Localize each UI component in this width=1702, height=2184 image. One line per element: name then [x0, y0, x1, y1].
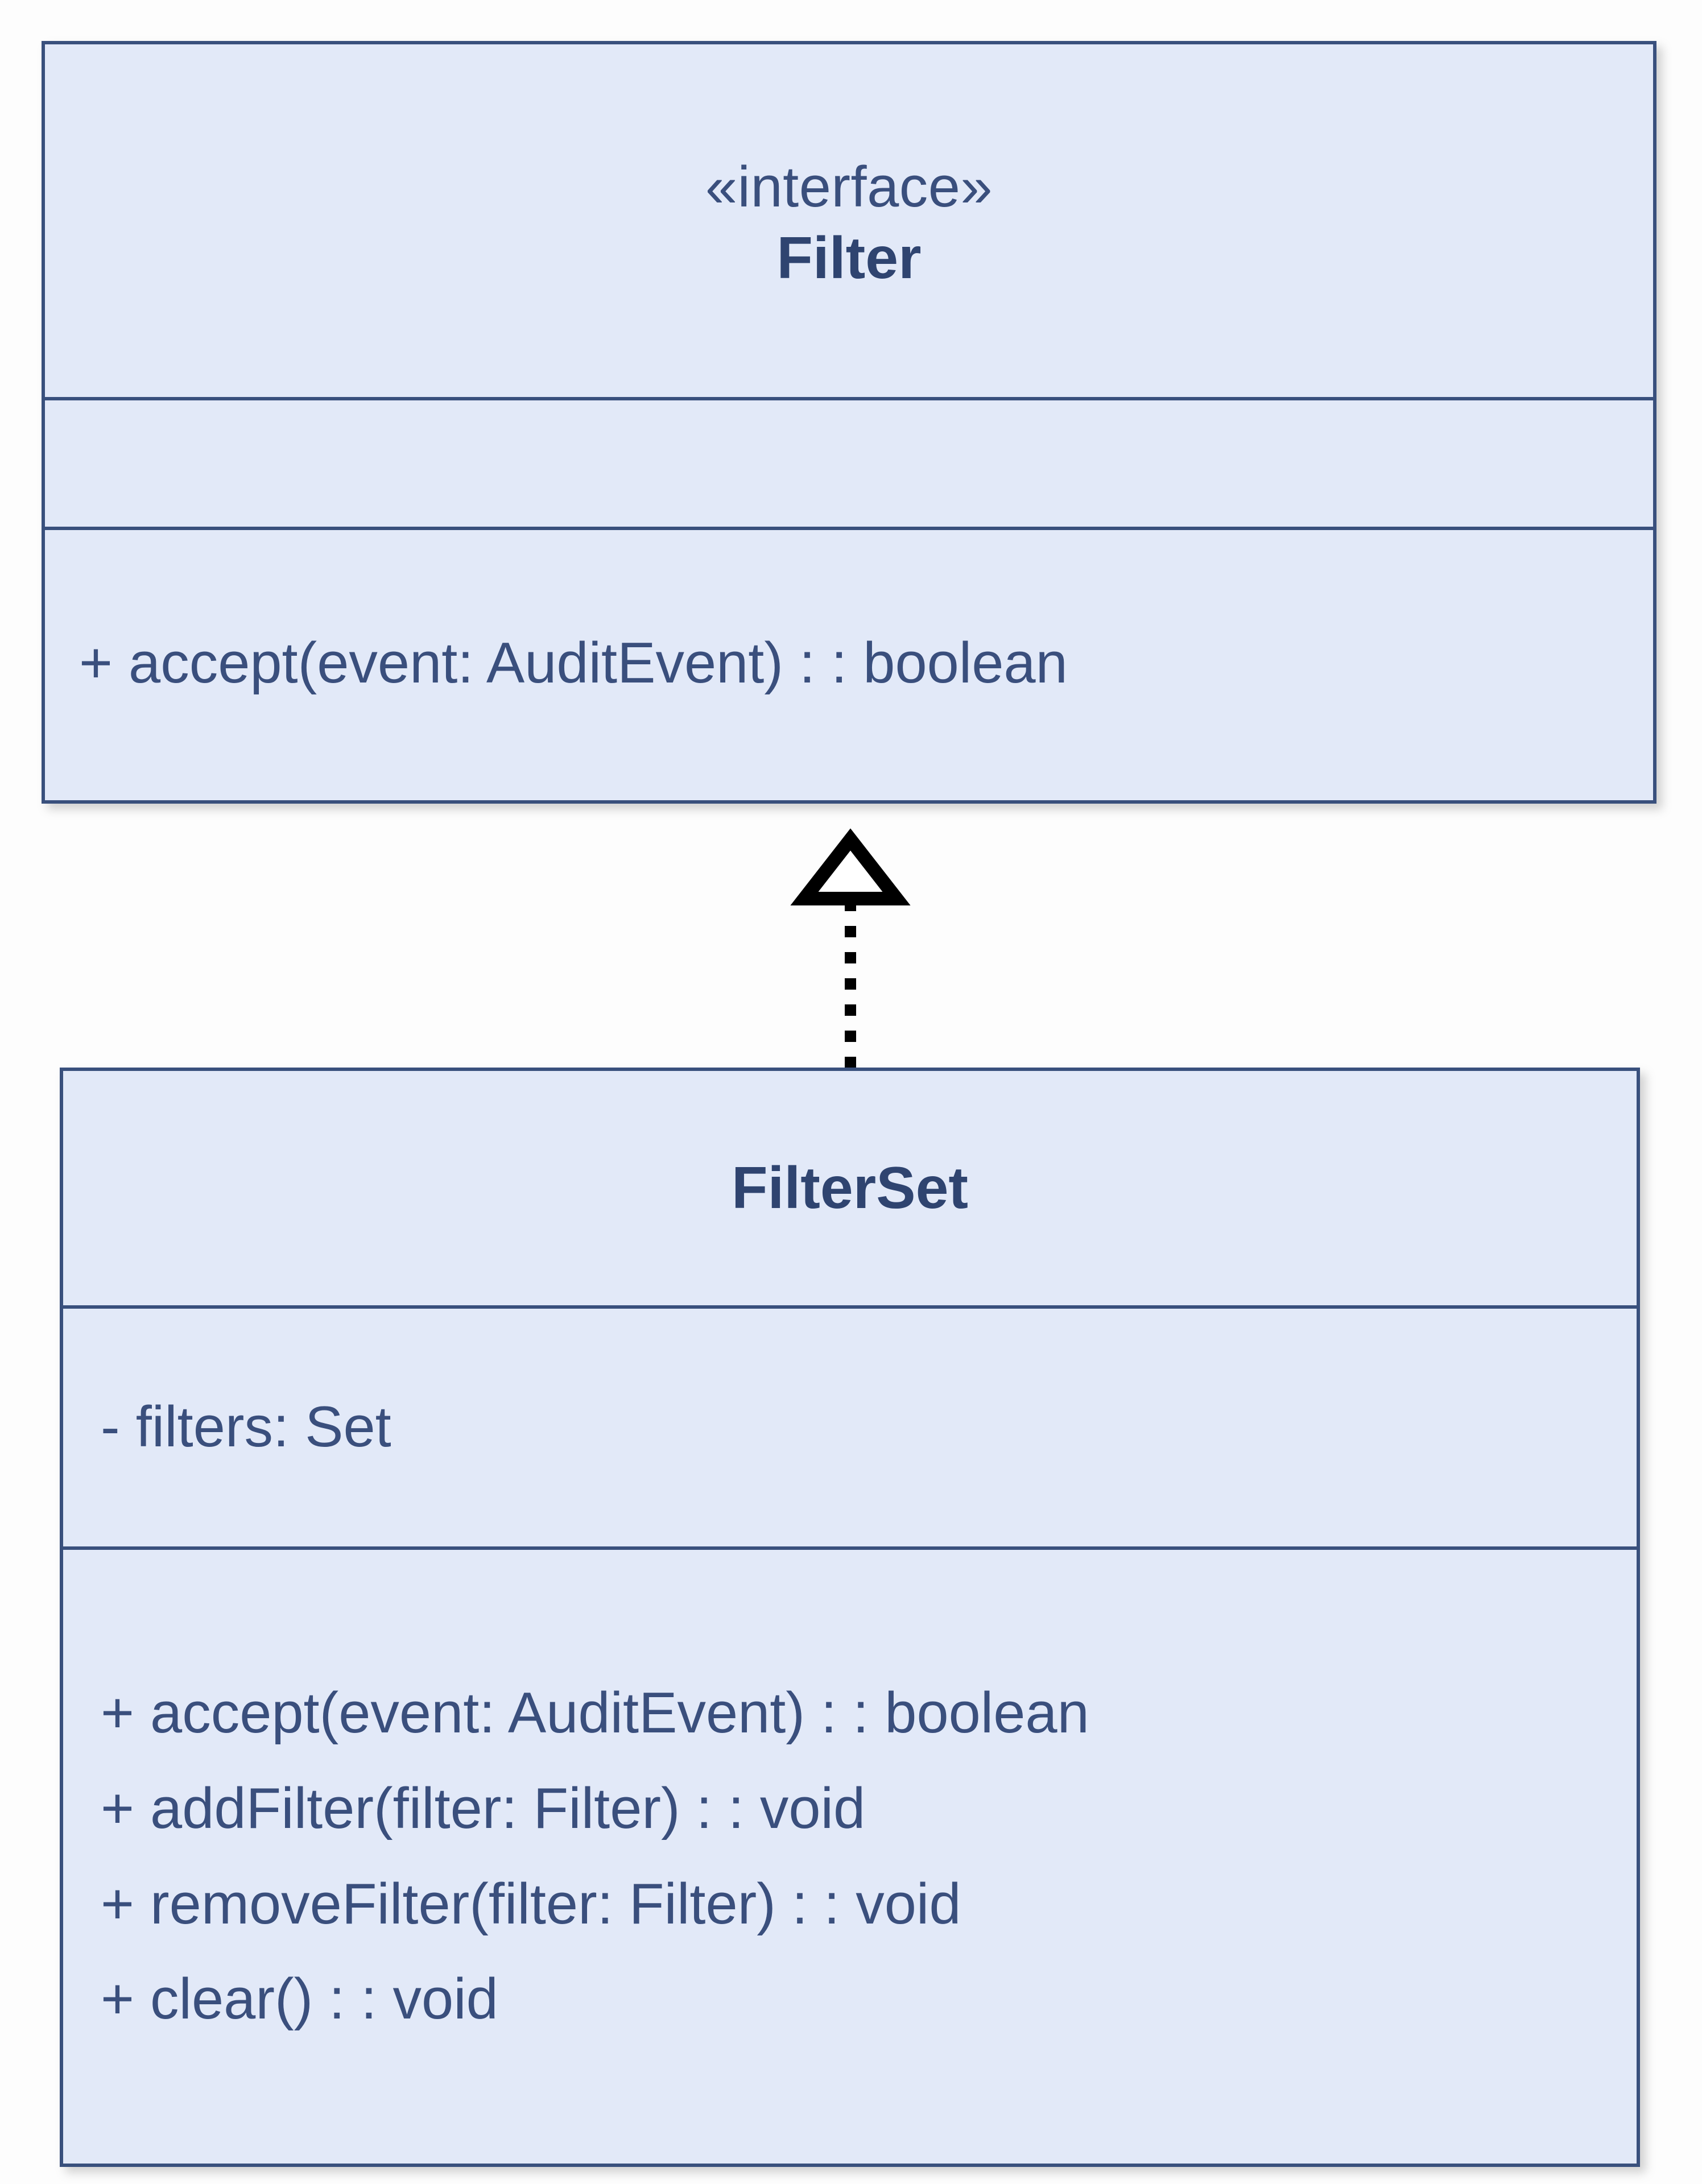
filterset-operation-clear: + clear() : : void — [101, 1967, 498, 2032]
filter-operations-compartment: + accept(event: AuditEvent) : : boolean — [45, 527, 1653, 797]
uml-class-filter[interactable]: «interface» Filter + accept(event: Audit… — [42, 41, 1656, 804]
filter-operation-accept: + accept(event: AuditEvent) : : boolean — [79, 631, 1068, 695]
filterset-operation-addfilter: + addFilter(filter: Filter) : : void — [101, 1776, 866, 1840]
filterset-operation-accept: + accept(event: AuditEvent) : : boolean — [101, 1681, 1089, 1745]
uml-class-filterset[interactable]: FilterSet - filters: Set + accept(event:… — [60, 1068, 1640, 2167]
filterset-attribute-filters: - filters: Set — [101, 1395, 391, 1459]
realization-hollow-triangle-arrowhead — [790, 828, 911, 905]
filter-attributes-compartment — [45, 397, 1653, 527]
filterset-class-name: FilterSet — [731, 1155, 969, 1221]
filterset-operations-compartment: + accept(event: AuditEvent) : : boolean … — [63, 1546, 1637, 2164]
filter-header-compartment: «interface» Filter — [45, 44, 1653, 397]
filterset-header-compartment: FilterSet — [63, 1071, 1637, 1305]
filter-class-name: Filter — [776, 225, 922, 292]
filter-stereotype: «interface» — [705, 155, 993, 219]
filterset-attributes-compartment: - filters: Set — [63, 1305, 1637, 1546]
filterset-operation-removefilter: + removeFilter(filter: Filter) : : void — [101, 1872, 961, 1936]
realization-connector-filterset-to-filter — [790, 828, 911, 1072]
